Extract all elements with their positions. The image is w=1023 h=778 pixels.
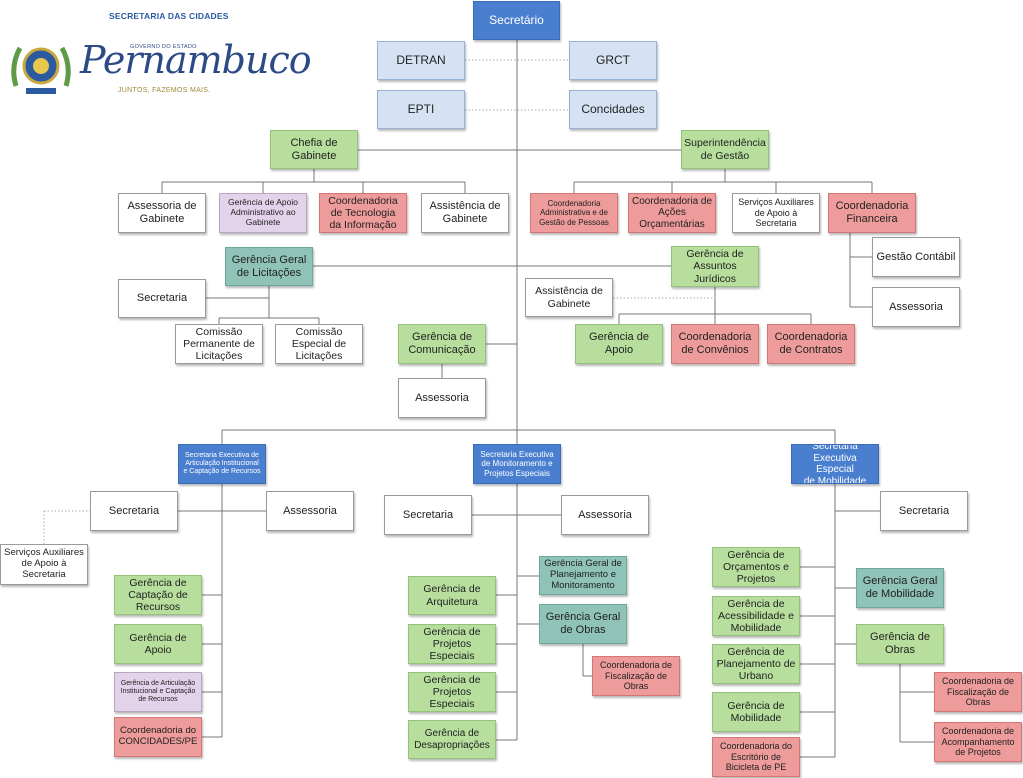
node-epti: EPTI — [377, 90, 465, 129]
node-projetos-especiais-1: Gerência de Projetos Especiais — [408, 624, 496, 664]
node-secretaria-middle: Secretaria — [384, 495, 472, 535]
node-gg-licitacoes: Gerência Geral de Licitações — [225, 247, 313, 286]
government-logo: SECRETARIA DAS CIDADES GOVERNO DO ESTADO… — [4, 6, 312, 98]
node-projetos-especiais-2: Gerência de Projetos Especiais — [408, 672, 496, 712]
node-comissao-especial: Comissão Especial de Licitações — [275, 324, 363, 364]
node-assessoria-middle: Assessoria — [561, 495, 649, 535]
node-coord-fiscalizacao-right: Coordenadoria de Fiscalização de Obras — [934, 672, 1022, 712]
node-assistencia-gabinete-2: Assistência de Gabinete — [525, 278, 613, 317]
node-gerencia-orcamentos: Gerência de Orçamentos e Projetos — [712, 547, 800, 587]
node-coord-financeira: Coordenadoria Financeira — [828, 193, 916, 233]
node-assessoria-left: Assessoria — [266, 491, 354, 531]
node-comissao-permanente: Comissão Permanente de Licitações — [175, 324, 263, 364]
node-assessoria-fin: Assessoria — [872, 287, 960, 327]
node-detran: DETRAN — [377, 41, 465, 80]
node-coord-ti: Coordenadoria de Tecnologia da Informaçã… — [319, 193, 407, 233]
node-secretario: Secretário — [473, 1, 560, 40]
node-coord-convenios: Coordenadoria de Convênios — [671, 324, 759, 364]
node-grct: GRCT — [569, 41, 657, 80]
slogan: JUNTOS, FAZEMOS MAIS. — [118, 87, 211, 94]
node-gerencia-acessibilidade: Gerência de Acessibilidade e Mobilidade — [712, 596, 800, 636]
node-coord-fiscalizacao-middle: Coordenadoria de Fiscalização de Obras — [592, 656, 680, 696]
node-coord-administrativa: Coordenadoria Administrativa e de Gestão… — [530, 193, 618, 233]
node-gerencia-apoio-left: Gerência de Apoio — [114, 624, 202, 664]
node-superintendencia: Superintendência de Gestão — [681, 130, 769, 169]
node-coord-acoes: Coordenadoria de Ações Orçamentárias — [628, 193, 716, 233]
coat-of-arms-icon — [11, 46, 71, 94]
node-se-monitoramento: Secretaria Executiva de Monitoramento e … — [473, 444, 561, 484]
node-se-articulacao: Secretaria Executiva de Articulação Inst… — [178, 444, 266, 484]
node-gg-planejamento: Gerência Geral de Planejamento e Monitor… — [539, 556, 627, 595]
node-secretaria-right: Secretaria — [880, 491, 968, 531]
node-gerencia-arquitetura: Gerência de Arquitetura — [408, 576, 496, 615]
node-chefia-gabinete: Chefia de Gabinete — [270, 130, 358, 169]
node-assessoria-gabinete: Assessoria de Gabinete — [118, 193, 206, 233]
node-gerencia-obras-right: Gerência de Obras — [856, 624, 944, 664]
node-se-mobilidade: Secretaria Executiva Especial de Mobilid… — [791, 444, 879, 484]
secretaria-title: SECRETARIA DAS CIDADES — [109, 11, 229, 21]
node-gerencia-captacao: Gerência de Captação de Recursos — [114, 575, 202, 615]
node-concidades: Concidades — [569, 90, 657, 129]
node-gestao-contabil: Gestão Contábil — [872, 237, 960, 277]
node-servicos-auxiliares-1: Serviços Auxiliares de Apoio à Secretari… — [732, 193, 820, 233]
node-coord-acompanhamento: Coordenadoria de Acompanhamento de Proje… — [934, 722, 1022, 762]
node-gerencia-mobilidade: Gerência de Mobilidade — [712, 692, 800, 732]
node-coord-contratos: Coordenadoria de Contratos — [767, 324, 855, 364]
node-servicos-auxiliares-2: Serviços Auxiliares de Apoio à Secretari… — [0, 544, 88, 585]
node-gerencia-planejamento-urbano: Gerência de Planejamento de Urbano — [712, 644, 800, 684]
node-assessoria-comunicacao: Assessoria — [398, 378, 486, 418]
node-coord-bicicleta: Coordenadoria do Escritório de Bicicleta… — [712, 737, 800, 777]
node-gerencia-articulacao: Gerência de Articulação Institucional e … — [114, 672, 202, 712]
pernambuco-wordmark: Pernambuco — [80, 38, 312, 82]
node-gerencia-desapropriacoes: Gerência de Desapropriações — [408, 720, 496, 759]
node-gg-mobilidade: Gerência Geral de Mobilidade — [856, 568, 944, 608]
node-secretaria-licitacoes: Secretaria — [118, 279, 206, 318]
governo-label: GOVERNO DO ESTADO — [130, 44, 197, 50]
node-gg-obras: Gerência Geral de Obras — [539, 604, 627, 644]
node-gerencia-juridicos: Gerência de Assuntos Jurídicos — [671, 246, 759, 287]
node-coord-concidades: Coordenadoria do CONCIDADES/PE — [114, 717, 202, 757]
node-gerencia-comunicacao: Gerência de Comunicação — [398, 324, 486, 364]
node-secretaria-left: Secretaria — [90, 491, 178, 531]
node-gerencia-apoio-adm: Gerência de Apoio Administrativo ao Gabi… — [219, 193, 307, 233]
node-gerencia-apoio: Gerência de Apoio — [575, 324, 663, 364]
node-assistencia-gabinete-1: Assistência de Gabinete — [421, 193, 509, 233]
